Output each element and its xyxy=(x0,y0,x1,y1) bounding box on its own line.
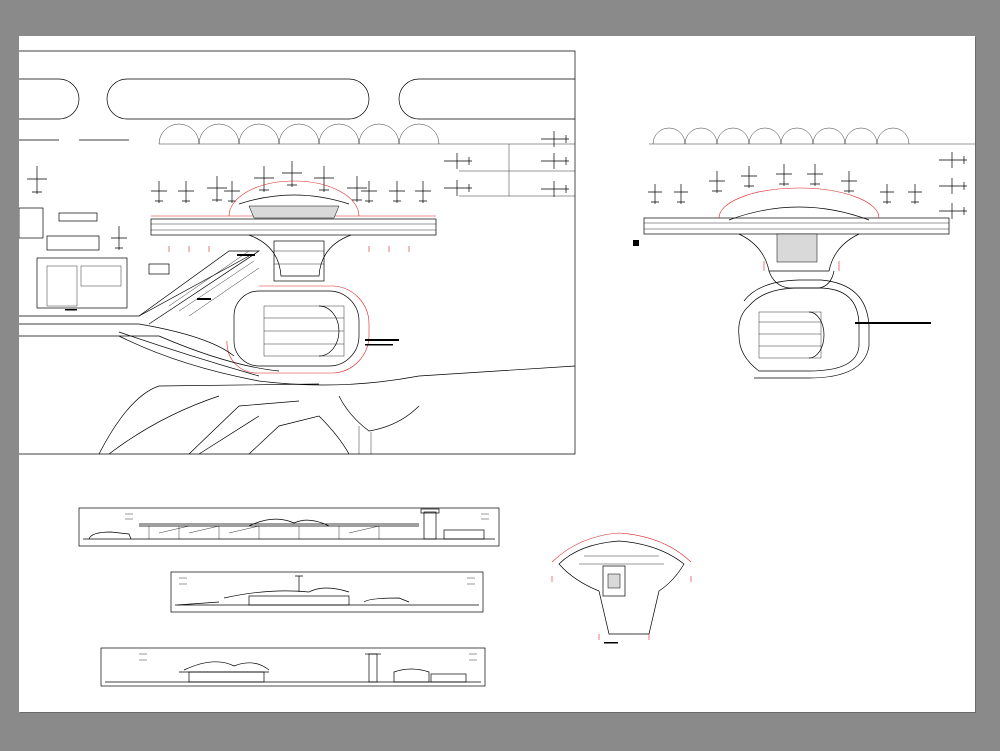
floor-plan xyxy=(633,127,975,379)
section-1 xyxy=(78,507,500,547)
cad-drawing xyxy=(19,50,975,687)
site-plan xyxy=(19,50,576,455)
detail-plan xyxy=(551,532,692,644)
section-3 xyxy=(100,647,486,687)
drawing-sheet xyxy=(19,36,975,712)
section-2 xyxy=(170,571,484,613)
